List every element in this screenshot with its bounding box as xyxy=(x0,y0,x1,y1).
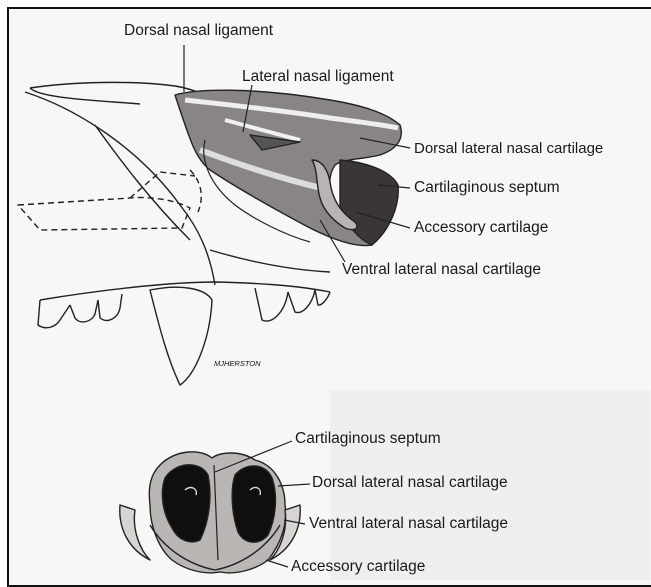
label-bottom-accessory-cartilage: Accessory cartilage xyxy=(291,559,425,575)
artist-signature: MJHERSTON xyxy=(214,359,261,368)
incisor-tooth xyxy=(38,300,70,328)
canine-tooth xyxy=(150,287,212,385)
leader-bottom-accessory-cartilage xyxy=(266,560,288,567)
label-accessory-cartilage: Accessory cartilage xyxy=(414,220,548,236)
label-ventral-lateral-nasal-cartilage: Ventral lateral nasal cartilage xyxy=(342,262,541,278)
label-cartilaginous-septum: Cartilaginous septum xyxy=(414,180,560,196)
label-dorsal-nasal-ligament: Dorsal nasal ligament xyxy=(124,23,273,39)
label-bottom-ventral-lateral-nasal-cartilage: Ventral lateral nasal cartilage xyxy=(309,516,508,532)
nasal-cartilage-mass xyxy=(175,90,401,245)
label-dorsal-lateral-nasal-cartilage: Dorsal lateral nasal cartilage xyxy=(414,141,603,156)
tooth-root-outline xyxy=(18,197,190,230)
label-bottom-cartilaginous-septum: Cartilaginous septum xyxy=(295,431,441,447)
leader-bottom-dorsal-lateral-cartilage xyxy=(278,484,310,486)
left-accessory-cartilage xyxy=(120,505,150,560)
frontal-nose-drawing xyxy=(120,452,300,573)
right-nostril xyxy=(232,466,275,542)
premolar-tooth xyxy=(255,288,288,321)
label-lateral-nasal-ligament: Lateral nasal ligament xyxy=(242,69,394,85)
label-bottom-dorsal-lateral-nasal-cartilage: Dorsal lateral nasal cartilage xyxy=(312,475,508,491)
